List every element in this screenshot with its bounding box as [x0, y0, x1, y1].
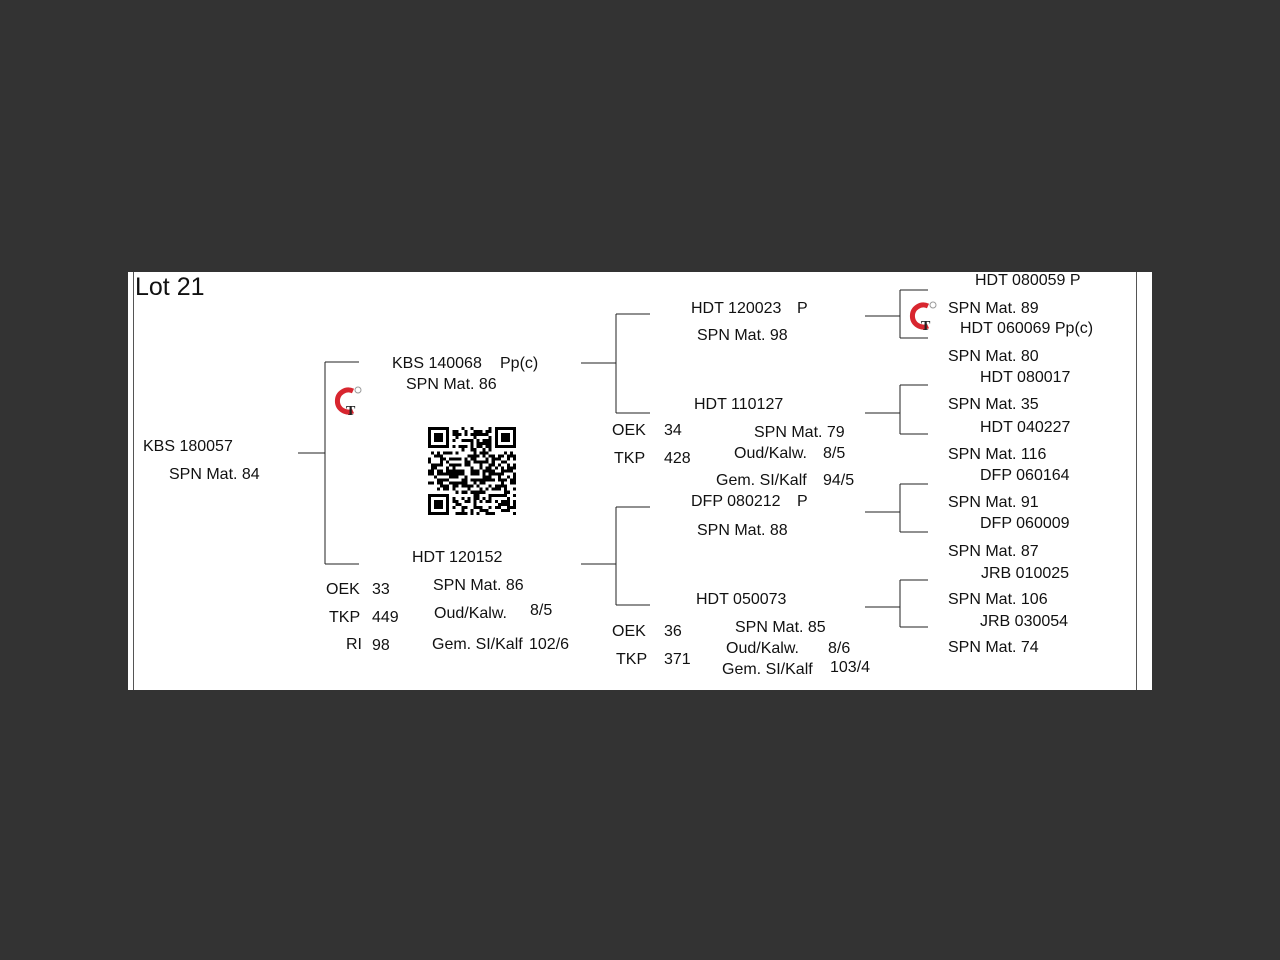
- dam-dam-oud-label: Oud/Kalw.: [726, 640, 799, 657]
- dam-spn: SPN Mat. 86: [433, 577, 524, 594]
- dam-dam-gem-label: Gem. SI/Kalf: [722, 661, 813, 678]
- sire-sire-spn: SPN Mat. 98: [697, 327, 788, 344]
- sire-dam-spn: SPN Mat. 79: [754, 424, 845, 441]
- dam-sire-spn: SPN Mat. 88: [697, 522, 788, 539]
- dam-oek-value: 33: [372, 581, 390, 598]
- dam-dam-tkp-label: TKP: [616, 651, 648, 668]
- sire-dam-oud-value: 8/5: [823, 445, 846, 462]
- gen3-spn: SPN Mat. 80: [948, 348, 1039, 365]
- gen3-spn: SPN Mat. 116: [948, 446, 1047, 463]
- dam-dam-gem-value: 103/4: [830, 659, 871, 676]
- sire-dam-tkp-label: TKP: [614, 450, 646, 467]
- lot-title: Lot 21: [135, 273, 205, 301]
- animal-spn: SPN Mat. 84: [169, 466, 260, 483]
- sire-dam-tkp-value: 428: [664, 450, 691, 467]
- gen3-spn: SPN Mat. 91: [948, 494, 1039, 511]
- gen3-id: HDT 080059 P: [975, 272, 1081, 289]
- sheet-left-border: [133, 272, 134, 690]
- gen3-spn: SPN Mat. 89: [948, 300, 1039, 317]
- dam-oud-label: Oud/Kalw.: [434, 605, 507, 622]
- dam-sire-status: P: [797, 493, 808, 510]
- gen3-id: HDT 080017: [980, 369, 1071, 386]
- gen3-spn: SPN Mat. 87: [948, 543, 1039, 560]
- sire-dam-oek-value: 34: [664, 422, 682, 439]
- dam-dam-oud-value: 8/6: [828, 640, 851, 657]
- dam-ri-value: 98: [372, 637, 390, 654]
- sire-sire-id: HDT 120023: [691, 300, 782, 317]
- dam-tkp-value: 449: [372, 609, 399, 626]
- sire-dam-id: HDT 110127: [694, 396, 784, 413]
- sire-sire-status: P: [797, 300, 808, 317]
- gen3-id: DFP 060164: [980, 467, 1070, 484]
- gt-logo-icon: T: [334, 386, 362, 418]
- dam-tkp-label: TKP: [329, 609, 361, 626]
- dam-sire-id: DFP 080212: [691, 493, 781, 510]
- dam-gem-value: 102/6: [529, 636, 570, 653]
- sire-spn: SPN Mat. 86: [406, 376, 497, 393]
- qr-code-icon: [428, 427, 516, 515]
- dam-dam-id: HDT 050073: [696, 591, 787, 608]
- gen3-id: JRB 010025: [981, 565, 1070, 582]
- gen3-spn: SPN Mat. 35: [948, 396, 1039, 413]
- sheet-right-border: [1136, 272, 1137, 690]
- dam-gem-label: Gem. SI/Kalf: [432, 636, 523, 653]
- dam-dam-oek-value: 36: [664, 623, 682, 640]
- gt-logo-icon: T: [909, 301, 937, 333]
- svg-text:T: T: [921, 319, 931, 333]
- dam-dam-oek-label: OEK: [612, 623, 646, 640]
- gen3-id: JRB 030054: [980, 613, 1069, 630]
- dam-oek-label: OEK: [326, 581, 360, 598]
- gen3-id: HDT 060069 Pp(c): [960, 320, 1094, 337]
- pedigree-lines: [298, 289, 928, 628]
- pedigree-sheet: Lot 21 KBS 180057 SPN Mat. 84 T KBS 1400…: [128, 272, 1152, 690]
- gen3-id: DFP 060009: [980, 515, 1070, 532]
- sire-status: Pp(c): [500, 355, 539, 372]
- svg-text:T: T: [346, 404, 356, 418]
- dam-oud-value: 8/5: [530, 602, 553, 619]
- dam-dam-tkp-value: 371: [664, 651, 691, 668]
- dam-dam-spn: SPN Mat. 85: [735, 619, 826, 636]
- gen3-spn: SPN Mat. 74: [948, 639, 1039, 656]
- sire-dam-gem-label: Gem. SI/Kalf: [716, 472, 807, 489]
- sire-dam-gem-value: 94/5: [823, 472, 855, 489]
- dam-id: HDT 120152: [412, 549, 503, 566]
- animal-id: KBS 180057: [143, 438, 233, 455]
- sire-dam-oek-label: OEK: [612, 422, 646, 439]
- sire-dam-oud-label: Oud/Kalw.: [734, 445, 807, 462]
- gen3-id: HDT 040227: [980, 419, 1071, 436]
- gen3-spn: SPN Mat. 106: [948, 591, 1048, 608]
- sire-id: KBS 140068: [392, 355, 482, 372]
- dam-ri-label: RI: [346, 636, 362, 653]
